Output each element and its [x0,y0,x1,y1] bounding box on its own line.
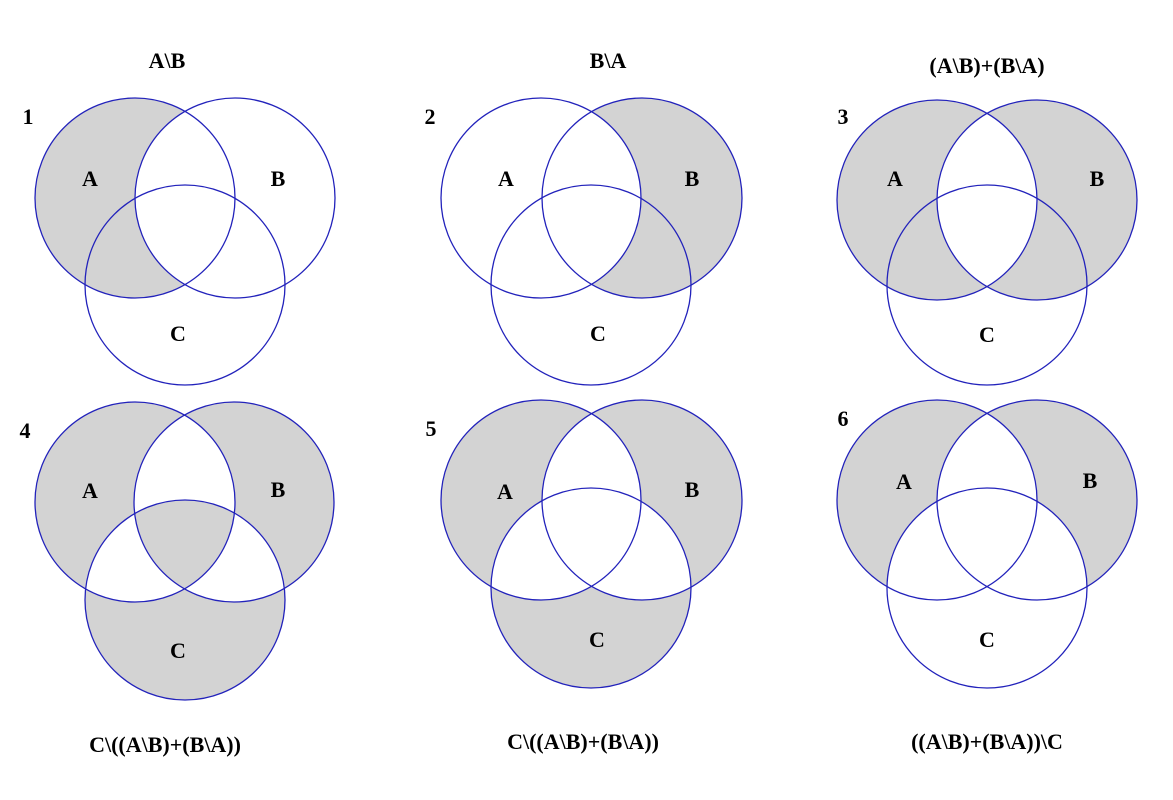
diagram-caption: ((A\B)+(B\A))\C [911,729,1063,754]
set-label-c: C [979,627,995,652]
circle-a [836,399,1038,601]
set-label-a: A [896,469,912,494]
set-label-b: B [1083,468,1098,493]
diagram-number: 6 [838,406,849,431]
circle-c [886,487,1088,689]
circle-b [936,399,1138,601]
